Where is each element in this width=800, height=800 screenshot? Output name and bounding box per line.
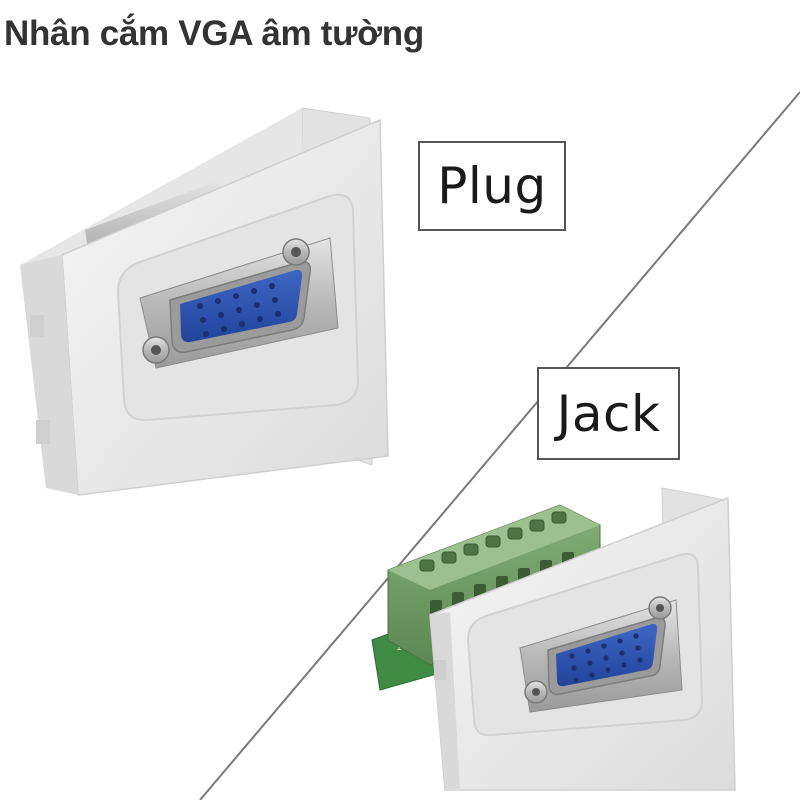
jack-label: Jack xyxy=(537,367,680,460)
vga-plug-faceplate-icon xyxy=(20,107,389,496)
diagonal-divider xyxy=(199,91,800,800)
page-title: Nhân cắm VGA âm tường xyxy=(4,14,424,53)
plug-label: Plug xyxy=(418,141,566,231)
vga-jack-faceplate-with-terminal-block-icon: 10 xyxy=(371,487,736,791)
